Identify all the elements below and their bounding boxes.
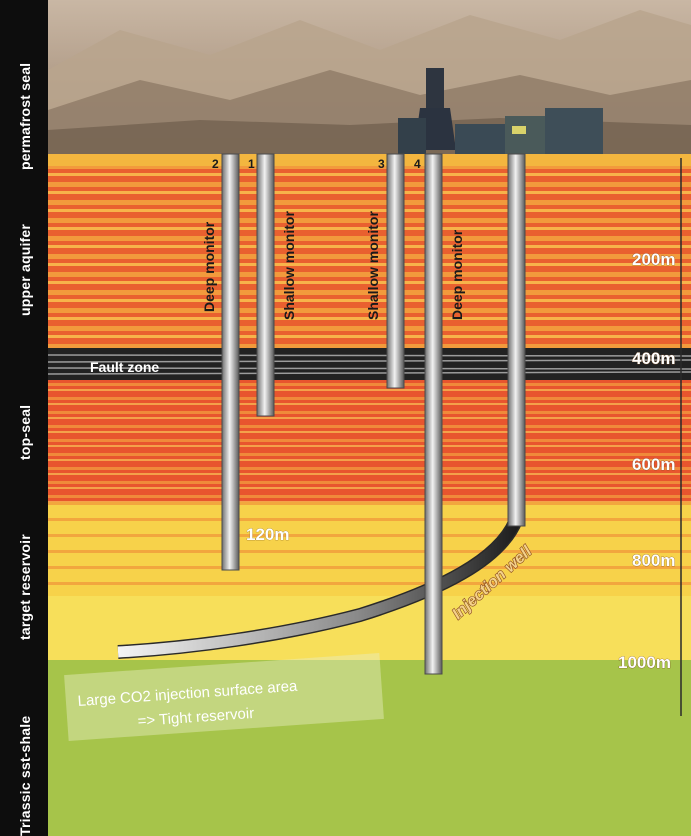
well-number-1: 1	[248, 157, 255, 171]
depth-label-200: 200m	[632, 250, 675, 269]
well-label-1: Shallow monitor	[281, 211, 297, 320]
well-label-4: Deep monitor	[449, 229, 465, 320]
fault-zone-lines	[47, 354, 691, 375]
side-label-permafrost: permafrost seal	[17, 63, 33, 170]
triassic-layer	[48, 660, 691, 836]
side-labels: permafrost seal upper aquifer top-seal t…	[17, 63, 33, 836]
depth-label-800: 800m	[632, 551, 675, 570]
fault-zone-layer	[48, 348, 691, 380]
depth-label-400: 400m	[632, 349, 675, 368]
side-label-triassic: Triassic sst-shale	[17, 716, 33, 836]
well-number-3: 3	[378, 157, 385, 171]
left-sidebar	[0, 0, 48, 836]
upper-aquifer-layer	[48, 166, 691, 348]
depth-label-1000: 1000m	[618, 653, 671, 672]
monitor-well-2	[221, 153, 240, 571]
monitor-well-3	[386, 153, 405, 389]
fault-zone-label: Fault zone	[90, 359, 159, 375]
top-seal-layer	[48, 380, 691, 502]
side-label-upper-aquifer: upper aquifer	[17, 224, 33, 316]
well-number-4: 4	[414, 157, 421, 171]
note-box: Large CO2 injection surface area => Tigh…	[64, 653, 384, 741]
monitor-well-4	[424, 153, 443, 675]
depth-label-600: 600m	[632, 455, 675, 474]
side-label-target-reservoir: target reservoir	[17, 534, 33, 640]
strata	[47, 154, 691, 836]
well-label-2: Deep monitor	[201, 221, 217, 312]
well-label-3: Shallow monitor	[365, 211, 381, 320]
well-number-2: 2	[212, 157, 219, 171]
distance-label: 120m	[246, 525, 289, 544]
injection-well	[117, 153, 526, 659]
monitor-well-1	[256, 153, 275, 417]
surface-facility-icon	[398, 68, 603, 154]
top-strip	[48, 154, 691, 166]
side-label-top-seal: top-seal	[17, 405, 33, 460]
